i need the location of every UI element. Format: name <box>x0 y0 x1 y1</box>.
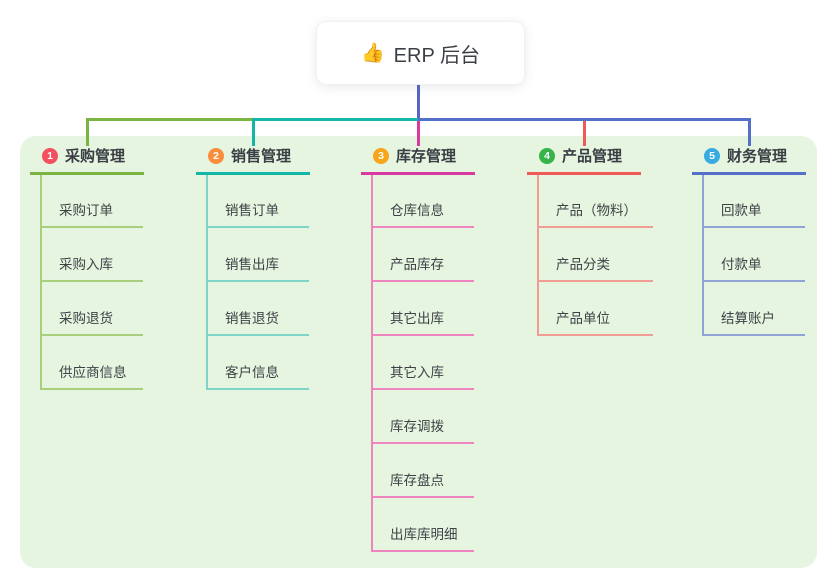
root-node-erp[interactable]: 👍 ERP 后台 <box>316 21 525 85</box>
branch-2: 2 销售管理 销售订单销售出库销售退货客户信息 <box>196 145 310 390</box>
branch-number-badge: 3 <box>373 147 389 164</box>
child-node[interactable]: 采购入库 <box>42 228 143 282</box>
child-node[interactable]: 出库库明细 <box>373 498 474 552</box>
branch-1: 1 采购管理 采购订单采购入库采购退货供应商信息 <box>30 145 144 390</box>
child-node[interactable]: 其它入库 <box>373 336 474 390</box>
thumbs-up-icon: 👍 <box>361 42 385 64</box>
child-node[interactable]: 库存盘点 <box>373 444 474 498</box>
branch-header[interactable]: 1 采购管理 <box>30 145 144 175</box>
branch-label: 产品管理 <box>562 148 623 165</box>
branch-label: 销售管理 <box>231 148 292 165</box>
branch-number-badge: 1 <box>42 147 58 164</box>
child-node[interactable]: 供应商信息 <box>42 336 143 390</box>
branch-drop-line-2 <box>252 118 255 146</box>
child-node[interactable]: 销售退货 <box>208 282 309 336</box>
branch-header[interactable]: 3 库存管理 <box>361 145 475 175</box>
root-stem-line <box>417 83 420 119</box>
root-node-label: ERP 后台 <box>393 44 480 67</box>
branch-number-badge: 2 <box>208 147 224 164</box>
branch-label: 采购管理 <box>65 148 126 165</box>
branch-drop-line-5 <box>748 118 751 146</box>
branch-drop-line-3 <box>417 118 420 146</box>
child-node[interactable]: 付款单 <box>704 228 805 282</box>
branch-children: 采购订单采购入库采购退货供应商信息 <box>40 175 143 390</box>
branch-children: 产品（物料）产品分类产品单位 <box>537 175 653 336</box>
child-node[interactable]: 库存调拨 <box>373 390 474 444</box>
child-node[interactable]: 结算账户 <box>704 282 805 336</box>
child-node[interactable]: 其它出库 <box>373 282 474 336</box>
branch-children: 回款单付款单结算账户 <box>702 175 805 336</box>
child-node[interactable]: 回款单 <box>704 175 805 228</box>
branch-drop-line-4 <box>583 118 586 146</box>
branch-children: 仓库信息产品库存其它出库其它入库库存调拨库存盘点出库库明细 <box>371 175 474 552</box>
bus-segment-blue <box>418 118 751 121</box>
branch-3: 3 库存管理 仓库信息产品库存其它出库其它入库库存调拨库存盘点出库库明细 <box>361 145 475 552</box>
child-node[interactable]: 采购退货 <box>42 282 143 336</box>
branch-header[interactable]: 5 财务管理 <box>692 145 806 175</box>
branch-number-badge: 4 <box>539 147 555 164</box>
child-node[interactable]: 客户信息 <box>208 336 309 390</box>
child-node[interactable]: 采购订单 <box>42 175 143 228</box>
branch-label: 库存管理 <box>396 148 457 165</box>
child-node[interactable]: 产品（物料） <box>539 175 653 228</box>
child-node[interactable]: 产品库存 <box>373 228 474 282</box>
child-node[interactable]: 产品单位 <box>539 282 653 336</box>
bus-segment-green <box>86 118 255 121</box>
bus-segment-teal <box>252 118 420 121</box>
branch-header[interactable]: 4 产品管理 <box>527 145 641 175</box>
branch-children: 销售订单销售出库销售退货客户信息 <box>206 175 309 390</box>
branch-label: 财务管理 <box>727 148 788 165</box>
child-node[interactable]: 销售出库 <box>208 228 309 282</box>
child-node[interactable]: 产品分类 <box>539 228 653 282</box>
child-node[interactable]: 仓库信息 <box>373 175 474 228</box>
branch-number-badge: 5 <box>704 147 720 164</box>
branch-5: 5 财务管理 回款单付款单结算账户 <box>692 145 806 336</box>
child-node[interactable]: 销售订单 <box>208 175 309 228</box>
branch-4: 4 产品管理 产品（物料）产品分类产品单位 <box>527 145 653 336</box>
branch-header[interactable]: 2 销售管理 <box>196 145 310 175</box>
branch-drop-line-1 <box>86 118 89 146</box>
